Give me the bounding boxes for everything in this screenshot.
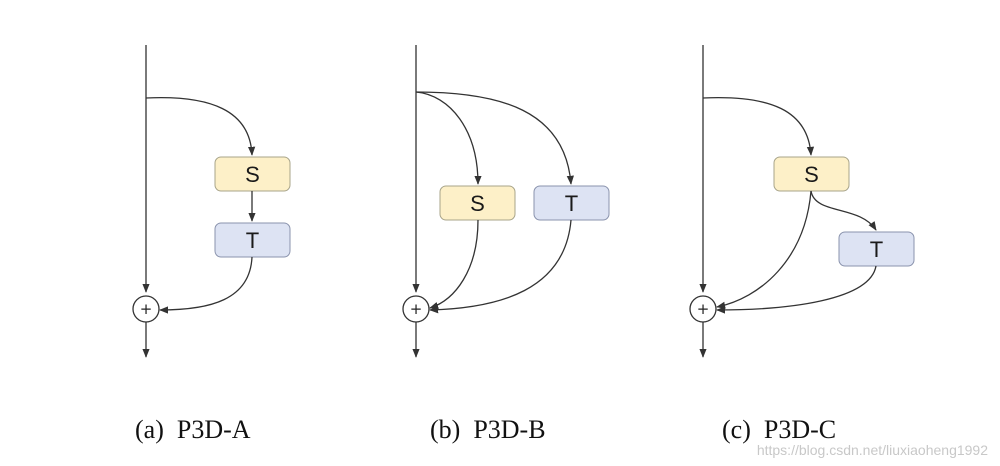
panel-b-t-to-add xyxy=(429,219,572,314)
panel-c-add-symbol: + xyxy=(697,300,710,318)
panel-c-s-to-t xyxy=(810,190,877,231)
panel-a-block-t xyxy=(214,222,291,258)
panel-b-branch-to-s xyxy=(415,91,482,185)
panel-a-caption: (a) P3D-A xyxy=(135,415,251,444)
panel-c-branch-to-s xyxy=(702,96,815,156)
panel-c-block-s-label: S xyxy=(804,162,819,187)
panel-c-s-to-add xyxy=(716,190,812,309)
panel-c-block-t xyxy=(838,231,915,267)
panel-b-branch-to-t xyxy=(415,91,574,185)
panel-c-caption: (c) P3D-C xyxy=(722,415,836,444)
panel-c: S T + (c) P3D-C xyxy=(689,45,915,444)
panel-b-block-s-label: S xyxy=(470,191,485,216)
panel-b-caption: (b) P3D-B xyxy=(430,415,546,444)
panel-b-block-t xyxy=(533,185,610,221)
panel-a-block-s-label: S xyxy=(245,162,260,187)
panel-a-branch-to-s xyxy=(145,96,256,156)
panel-c-t-to-add xyxy=(716,265,877,314)
panel-a-block-t-label: T xyxy=(246,228,259,253)
panel-c-block-t-label: T xyxy=(870,237,883,262)
panel-a-t-to-add xyxy=(159,256,253,314)
panel-b: S T + (b) P3D-B xyxy=(402,45,610,444)
panel-a-add-symbol: + xyxy=(140,300,153,318)
panel-a: S T + (a) P3D-A xyxy=(132,45,291,444)
panel-b-s-to-add xyxy=(429,219,479,309)
watermark-text: https://blog.csdn.net/liuxiaoheng1992 xyxy=(757,442,988,458)
panel-b-block-t-label: T xyxy=(565,191,578,216)
panel-b-add-symbol: + xyxy=(410,300,423,318)
